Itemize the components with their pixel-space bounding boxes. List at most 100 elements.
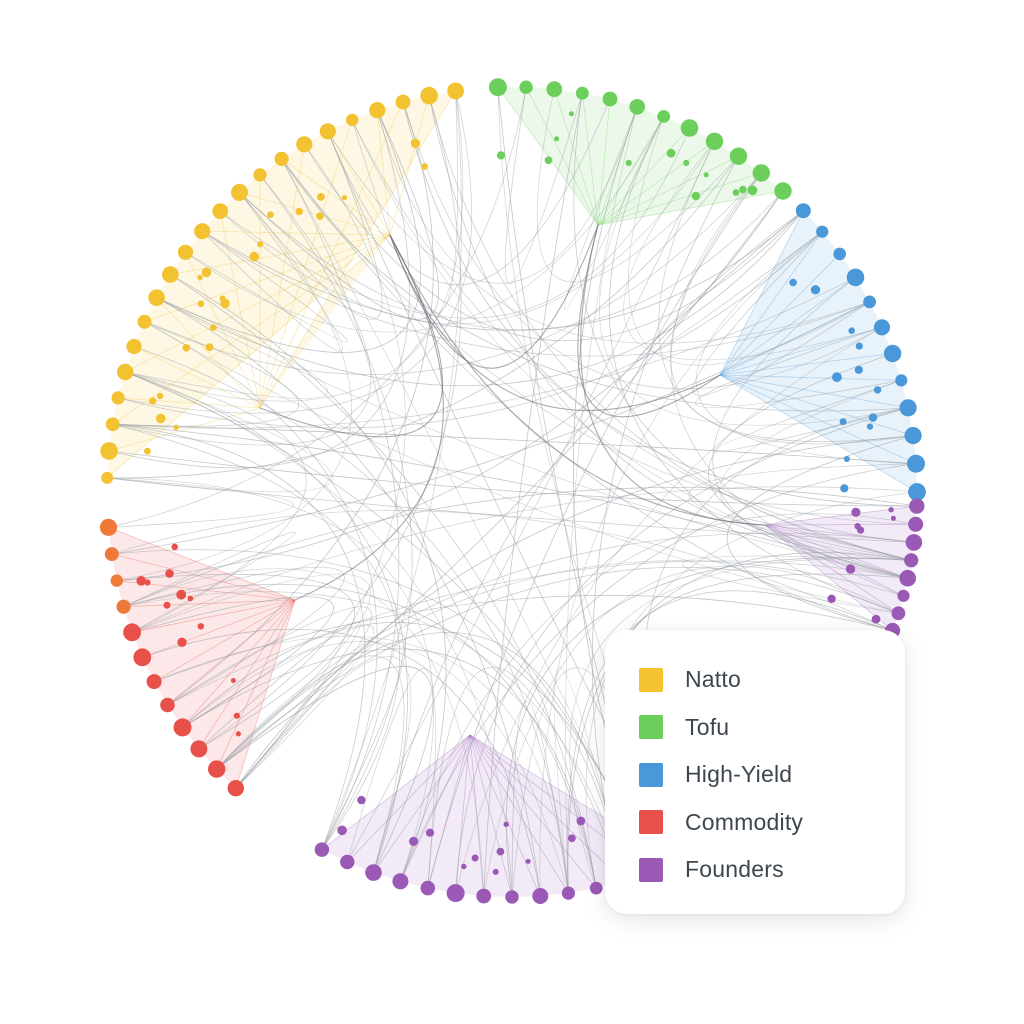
spoke-edge bbox=[597, 98, 611, 226]
inner-node-founders-s bbox=[568, 834, 576, 843]
inner-node-founders-s bbox=[471, 854, 479, 862]
bundle-edge bbox=[107, 477, 434, 882]
inner-node-high-yield bbox=[810, 285, 821, 295]
bundle-edge bbox=[170, 274, 447, 882]
spoke-edge bbox=[216, 599, 296, 770]
node-natto bbox=[447, 82, 464, 100]
bundle-edge bbox=[504, 87, 583, 285]
inner-node-commodity bbox=[187, 595, 194, 602]
bundle-edge bbox=[483, 93, 583, 897]
spoke-edge bbox=[111, 553, 296, 601]
node-natto bbox=[194, 223, 211, 240]
node-founders-e bbox=[905, 534, 923, 551]
legend-label-high-yield: High-Yield bbox=[685, 761, 793, 788]
bundle-edge bbox=[118, 90, 473, 414]
bundle-edge bbox=[402, 101, 917, 507]
node-founders-s bbox=[476, 888, 492, 904]
inner-node-commodity bbox=[165, 569, 174, 578]
bundle-edge bbox=[116, 190, 784, 581]
spoke-edge bbox=[346, 734, 471, 863]
node-natto bbox=[111, 391, 125, 405]
bundle-edge bbox=[219, 141, 715, 325]
node-natto bbox=[117, 363, 134, 381]
bundle-edge bbox=[567, 590, 893, 894]
spoke-edge bbox=[469, 734, 569, 894]
spoke-edge bbox=[106, 234, 391, 479]
node-founders-e bbox=[891, 606, 906, 621]
node-natto bbox=[253, 168, 267, 182]
bundle-edge bbox=[400, 463, 917, 882]
inner-node-natto bbox=[220, 298, 230, 309]
node-natto bbox=[274, 151, 289, 166]
bundle-edge bbox=[111, 301, 870, 555]
spoke-edge bbox=[112, 234, 391, 425]
bundle-edge bbox=[281, 158, 893, 631]
node-founders-e bbox=[904, 553, 919, 568]
inner-node-tofu bbox=[625, 159, 632, 166]
node-commodity bbox=[123, 623, 141, 642]
node-natto bbox=[126, 338, 142, 355]
spoke-edge bbox=[719, 374, 909, 409]
inner-node-high-yield bbox=[854, 365, 863, 374]
hub-edge bbox=[580, 224, 766, 526]
node-natto bbox=[395, 94, 411, 110]
legend-swatch-founders bbox=[639, 857, 663, 882]
spoke-edge bbox=[719, 210, 804, 376]
spoke-edge bbox=[764, 524, 899, 614]
inner-node-high-yield bbox=[866, 423, 874, 430]
bundle-edge bbox=[351, 119, 912, 561]
inner-node-founders-e bbox=[851, 507, 861, 517]
spoke-edge bbox=[153, 599, 296, 682]
spoke-edge bbox=[108, 407, 261, 452]
bundle-edge bbox=[123, 591, 624, 882]
bundle-edge bbox=[599, 116, 909, 426]
inner-node-natto bbox=[173, 424, 179, 431]
inner-node-tofu bbox=[544, 156, 553, 165]
node-tofu bbox=[519, 80, 533, 94]
spoke-edge bbox=[327, 131, 391, 236]
node-founders-e bbox=[908, 516, 924, 532]
inner-node-natto bbox=[156, 413, 166, 424]
bundle-edge bbox=[565, 106, 638, 894]
bundle-edge bbox=[536, 89, 739, 283]
bundle-edge bbox=[455, 326, 883, 894]
spoke-edge bbox=[719, 374, 914, 437]
spoke-edge bbox=[469, 734, 541, 897]
bundle-edge bbox=[351, 90, 459, 314]
inner-node-natto bbox=[249, 251, 259, 262]
spoke-edge bbox=[259, 90, 456, 409]
bundle-edge bbox=[216, 560, 904, 770]
inner-node-natto bbox=[295, 207, 304, 216]
bundle-edge bbox=[125, 371, 408, 873]
bundle-edge bbox=[692, 231, 870, 396]
spoke-edge bbox=[198, 599, 296, 750]
inner-node-founders-e bbox=[888, 507, 894, 513]
bundle-edge bbox=[198, 621, 361, 789]
inner-node-commodity bbox=[230, 678, 236, 683]
bundle-edge bbox=[573, 93, 914, 543]
node-founders-s bbox=[340, 854, 355, 870]
bundle-edge bbox=[107, 477, 294, 528]
bundle-edge bbox=[107, 155, 739, 479]
legend-item-commodity: Commodity bbox=[639, 799, 905, 847]
inner-node-high-yield bbox=[873, 386, 882, 394]
node-tofu bbox=[752, 164, 770, 182]
inner-node-founders-s bbox=[492, 868, 499, 875]
node-tofu bbox=[705, 132, 724, 150]
legend: Natto Tofu High-Yield Commodity Founders bbox=[605, 630, 905, 914]
spoke-edge bbox=[259, 101, 404, 409]
bundle-edge bbox=[182, 625, 375, 789]
node-tofu bbox=[774, 182, 792, 200]
inner-node-natto bbox=[410, 138, 421, 148]
inner-node-natto bbox=[421, 163, 428, 170]
bundle-edge bbox=[346, 668, 436, 889]
bundle-edge bbox=[125, 90, 464, 402]
node-founders-s bbox=[589, 881, 603, 895]
inner-node-commodity bbox=[197, 623, 204, 630]
inner-node-natto bbox=[205, 343, 214, 351]
node-high-yield bbox=[883, 344, 902, 363]
legend-swatch-tofu bbox=[639, 715, 663, 740]
bundle-edge bbox=[327, 98, 611, 286]
node-tofu bbox=[488, 78, 507, 97]
